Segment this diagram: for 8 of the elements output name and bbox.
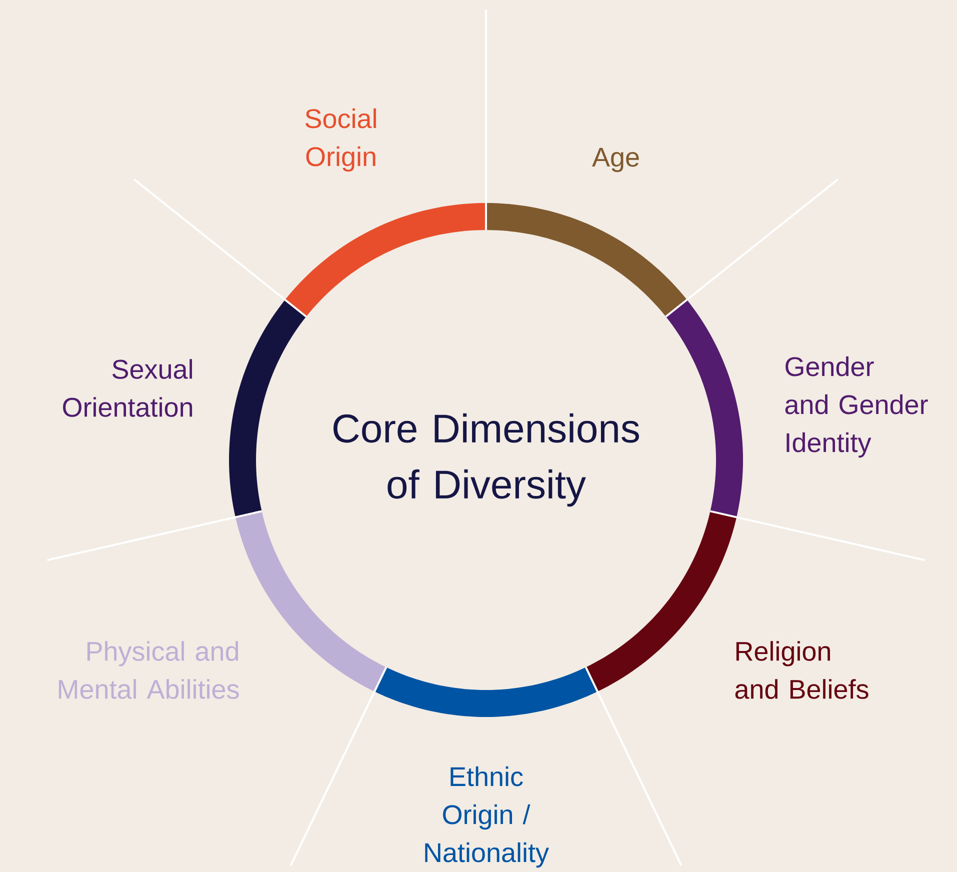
category-label: Religion and Beliefs	[735, 641, 868, 699]
category-label: Sexual Orientation	[63, 359, 192, 417]
category-label: Gender and Gender Identity	[785, 356, 928, 458]
center-title: Core Dimensions of Diversity	[334, 413, 639, 507]
category-label: Age	[592, 148, 639, 172]
category-label: Social Origin	[305, 108, 376, 172]
category-label: Ethnic Origin / Nationality	[425, 766, 549, 868]
category-label: Physical and Mental Abilities	[58, 641, 239, 699]
